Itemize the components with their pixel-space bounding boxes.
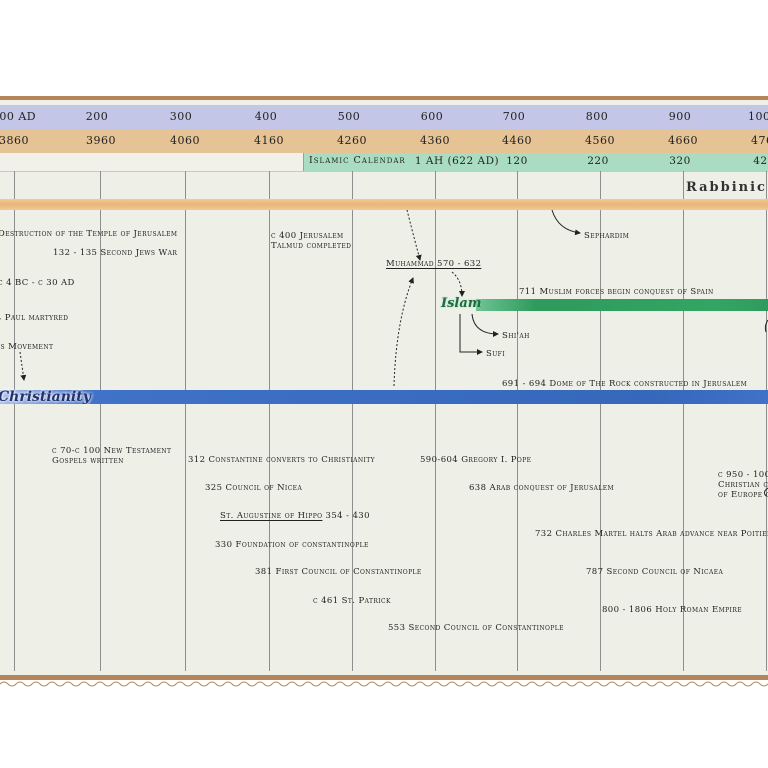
christianity-label: Christianity [0,389,91,405]
hebrew-year: 4560 [585,134,615,147]
event-augustine: St. Augustine of Hippo 354 - 430 [220,511,370,521]
decorative-border-pattern [0,681,768,687]
ad-year: 100 AD [0,110,37,123]
century-gridline [100,171,101,671]
ad-year: 800 [585,110,609,123]
ad-year: 500 [337,110,361,123]
event-christian-europe: c 950 - 1000 [718,470,768,480]
event-first-council-constantinople: 381 First Council of Constantinople [255,567,422,577]
hebrew-year: 4060 [170,134,200,147]
century-gridline [14,171,15,671]
event-constantine: 312 Constantine converts to Christianity [188,455,376,465]
rabbinic-judaism-label: Rabbinic J [686,180,768,195]
event-st-patrick: c 461 St. Patrick [313,596,391,606]
islam-label: Islam [441,296,482,311]
event-gregory: 590-604 Gregory I. Pope [420,455,532,465]
islamic-year: 220 [587,155,609,167]
ad-year: 1000 [748,110,768,123]
event-arab-conquest-jerusalem: 638 Arab conquest of Jerusalem [469,483,615,493]
century-gridline [517,171,518,671]
ad-year-row: 100 AD 200 300 400 500 600 700 800 900 1… [0,105,768,130]
connector-arrows [19,209,768,497]
hebrew-year: 3860 [0,134,29,147]
event-muhammad: Muhammad 570 - 632 [386,259,482,269]
event-shiah: Shi'ah [502,331,530,341]
arrow-right-edge [764,319,768,333]
arrow-right-edge-2 [763,487,768,497]
timeline-poster: 100 AD 200 300 400 500 600 700 800 900 1… [0,96,768,680]
event-sufi: Sufi [486,349,506,359]
event-talmud: c 400 Jerusalem [271,231,344,241]
dashed-arrow-christianity-to-muhammad [393,277,414,387]
islamic-year: 120 [506,155,528,167]
augustine-dates: 354 - 430 [322,511,370,521]
event-jesus-movement: Jesus Movement [0,342,54,352]
event-second-council-constantinople: 553 Second Council of Constantinople [388,623,564,633]
arrow-sufi [459,314,483,355]
rabbinic-judaism-band [0,199,768,210]
islamic-year: 420 [753,155,768,167]
event-second-jewish-war: 132 - 135 Second Jews War [53,248,178,258]
hebrew-year: 4160 [254,134,284,147]
islamic-calendar-label: Islamic Calendar [309,155,406,166]
hebrew-year: 4360 [420,134,450,147]
event-talmud-2: Talmud completed [271,241,352,251]
islamic-year: 320 [669,155,691,167]
event-sephardim: Sephardim [584,231,630,241]
dashed-arrow-jesus-movement [19,351,27,381]
christianity-band [0,390,768,404]
century-gridline [269,171,270,671]
event-gospels-2: Gospels written [52,456,124,466]
century-gridline [435,171,436,671]
ad-year: 200 [85,110,109,123]
event-council-nicea: 325 Council of Nicea [205,483,303,493]
hebrew-year: 4660 [668,134,698,147]
islam-band [476,299,768,311]
hebrew-year: 4760 [751,134,768,147]
augustine-name: St. Augustine of Hippo [220,511,323,521]
event-temple-destruction: Destruction of the Temple of Jerusalem [0,229,178,239]
ad-year: 600 [420,110,444,123]
event-constantinople-founded: 330 Foundation of constantinople [215,540,369,550]
century-gridline [352,171,353,671]
event-paul: c 64 Paul martyred [0,313,69,323]
event-dome-of-rock: 691 - 694 Dome of The Rock constructed i… [502,379,748,389]
event-conquest-spain: 711 Muslim forces begin conquest of Spai… [519,287,714,297]
event-charles-martel: 732 Charles Martel halts Arab advance ne… [535,529,768,539]
hebrew-year: 3960 [86,134,116,147]
islamic-calendar-row: Islamic Calendar 1 AH (622 AD) 120 220 3… [303,153,768,171]
hebrew-year: 4460 [502,134,532,147]
event-jesus-dates: c 4 BC - c 30 AD [0,278,75,288]
dashed-arrow-to-muhammad [406,209,422,261]
dashed-arrow-muhammad-to-islam [451,271,465,297]
event-gospels: c 70-c 100 New Testament [52,446,172,456]
event-christian-europe-3: of Europe c [718,490,768,500]
islamic-year: 1 AH (622 AD) [414,155,500,167]
century-gridline [766,171,767,671]
ad-year: 400 [254,110,278,123]
century-gridline [185,171,186,671]
event-christian-europe-2: Christian c [718,480,768,490]
hebrew-year: 4260 [337,134,367,147]
ad-year: 300 [169,110,193,123]
century-gridline [600,171,601,671]
ad-year: 700 [502,110,526,123]
century-gridline [683,171,684,671]
arrow-shiah [471,313,499,337]
arrow-sephardim [551,209,581,236]
event-holy-roman-empire: 800 - 1806 Holy Roman Empire [602,605,743,615]
event-second-council-nicaea: 787 Second Council of Nicaea [586,567,724,577]
ad-year: 900 [668,110,692,123]
